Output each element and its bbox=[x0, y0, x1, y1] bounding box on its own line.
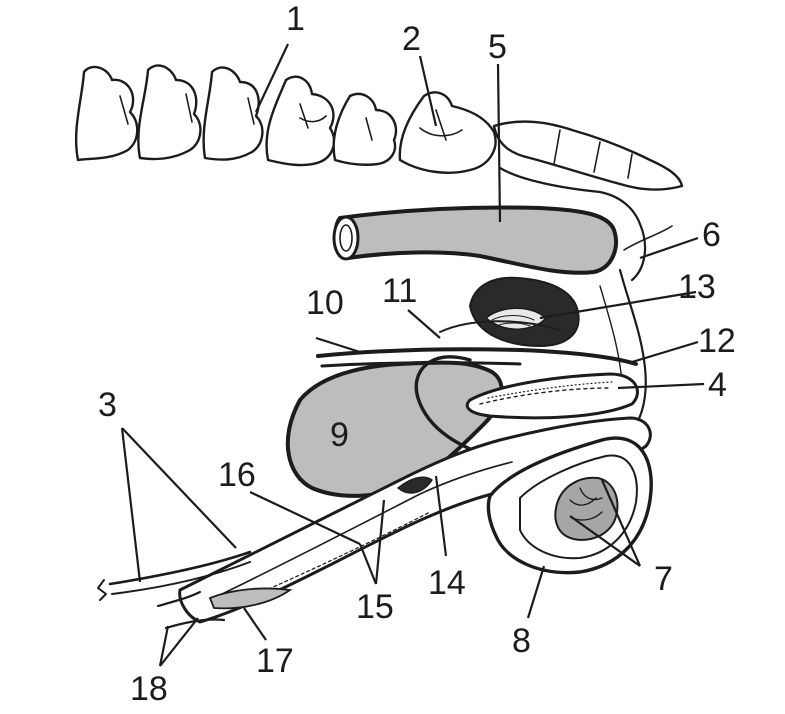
label-18: 18 bbox=[130, 670, 168, 708]
label-11: 11 bbox=[382, 272, 417, 310]
testis-scrotum bbox=[486, 436, 653, 575]
number-labels: 1 2 5 6 13 10 11 12 4 3 9 16 14 15 7 8 1… bbox=[98, 0, 736, 708]
pelvic-canal bbox=[465, 372, 639, 420]
label-10: 10 bbox=[306, 284, 344, 322]
label-5: 5 bbox=[488, 28, 507, 66]
label-1: 1 bbox=[286, 0, 305, 38]
label-4: 4 bbox=[708, 366, 727, 404]
dark-gland bbox=[468, 276, 580, 348]
label-17: 17 bbox=[256, 642, 294, 680]
grey-tube-structure bbox=[332, 205, 618, 275]
label-12: 12 bbox=[698, 322, 736, 360]
sheath bbox=[97, 550, 252, 630]
label-3: 3 bbox=[98, 386, 117, 424]
leader-lines bbox=[120, 43, 705, 667]
label-9: 9 bbox=[330, 416, 349, 454]
label-2: 2 bbox=[402, 20, 421, 58]
label-8: 8 bbox=[512, 622, 531, 660]
label-7: 7 bbox=[654, 560, 673, 598]
label-14: 14 bbox=[428, 564, 466, 602]
label-6: 6 bbox=[702, 216, 721, 254]
label-15: 15 bbox=[356, 588, 394, 626]
label-13: 13 bbox=[678, 268, 716, 306]
vertebral-column bbox=[74, 64, 684, 191]
label-16: 16 bbox=[218, 456, 256, 494]
